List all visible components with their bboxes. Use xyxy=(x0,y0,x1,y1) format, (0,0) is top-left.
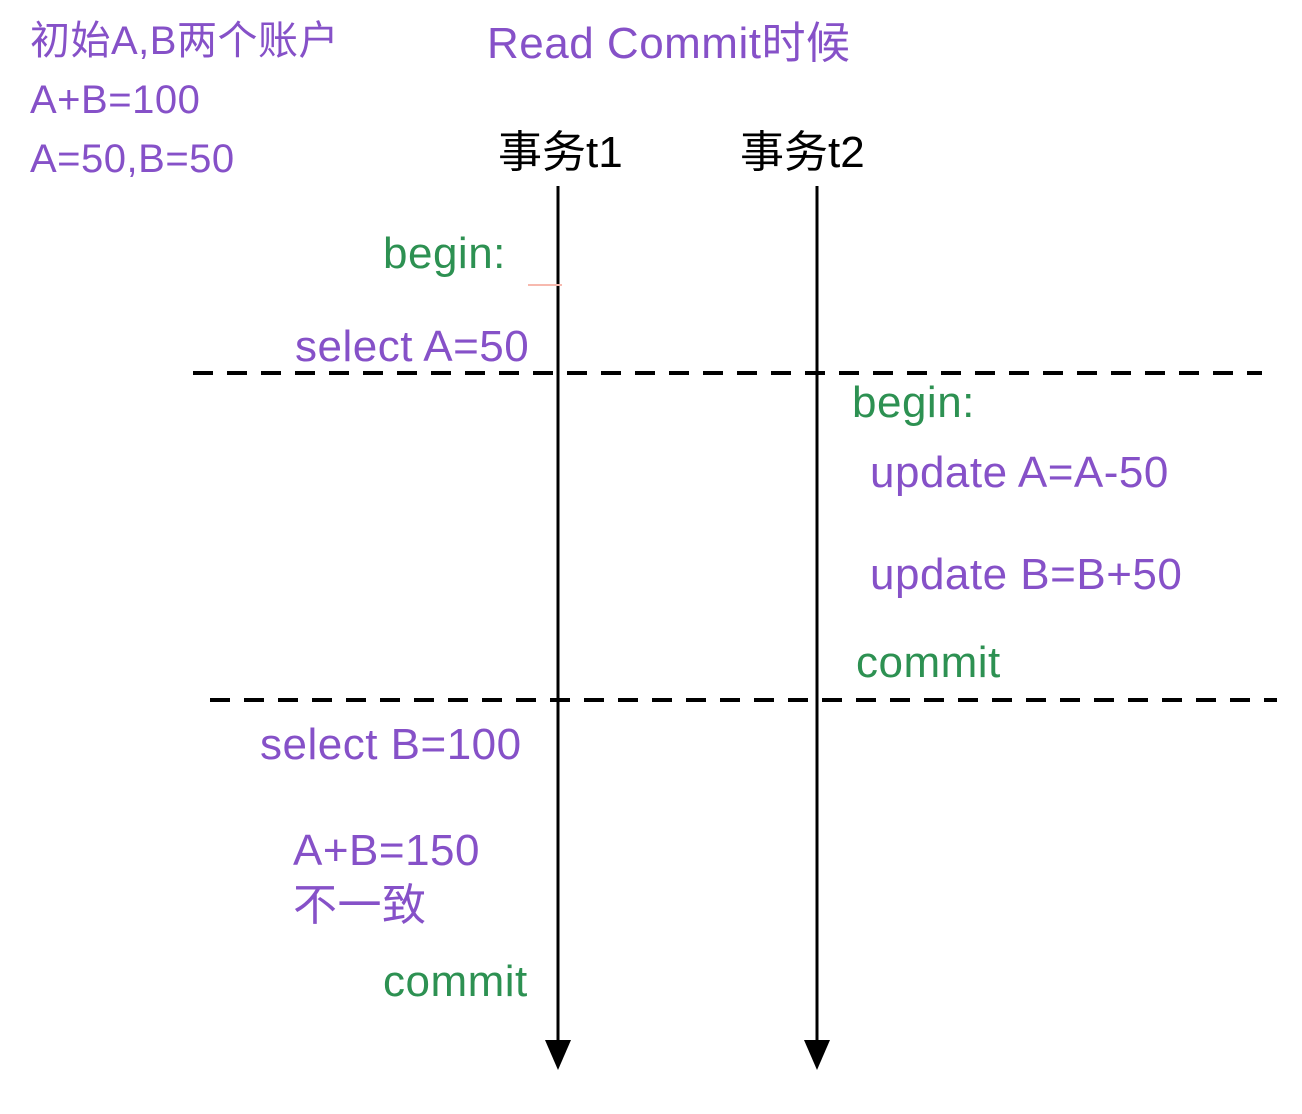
arrowhead-t2-icon xyxy=(804,1040,830,1070)
note-line-values: A=50,B=50 xyxy=(30,137,235,181)
op-t1-inconsistent: 不一致 xyxy=(293,881,427,930)
lane-label-t1: 事务t1 xyxy=(498,128,623,177)
note-line-sum: A+B=100 xyxy=(30,78,201,122)
diagram-title: Read Commit时候 xyxy=(487,19,851,68)
op-t1-begin: begin: xyxy=(383,229,506,278)
op-t2-commit: commit xyxy=(856,638,1001,687)
op-t2-update-a: update A=A-50 xyxy=(870,448,1169,497)
op-t1-sum-result: A+B=150 xyxy=(293,826,480,875)
initial-state-note: 初始A,B两个账户 A+B=100 A=50,B=50 xyxy=(30,12,339,189)
op-t2-update-b: update B=B+50 xyxy=(870,550,1183,599)
lane-label-t2: 事务t2 xyxy=(740,128,865,177)
note-line-accounts: 初始A,B两个账户 xyxy=(30,19,339,63)
op-t1-select-b: select B=100 xyxy=(260,720,522,769)
op-t1-select-a: select A=50 xyxy=(295,322,530,371)
arrowhead-t1-icon xyxy=(545,1040,571,1070)
op-t1-commit: commit xyxy=(383,957,528,1006)
op-t2-begin: begin: xyxy=(852,378,975,427)
